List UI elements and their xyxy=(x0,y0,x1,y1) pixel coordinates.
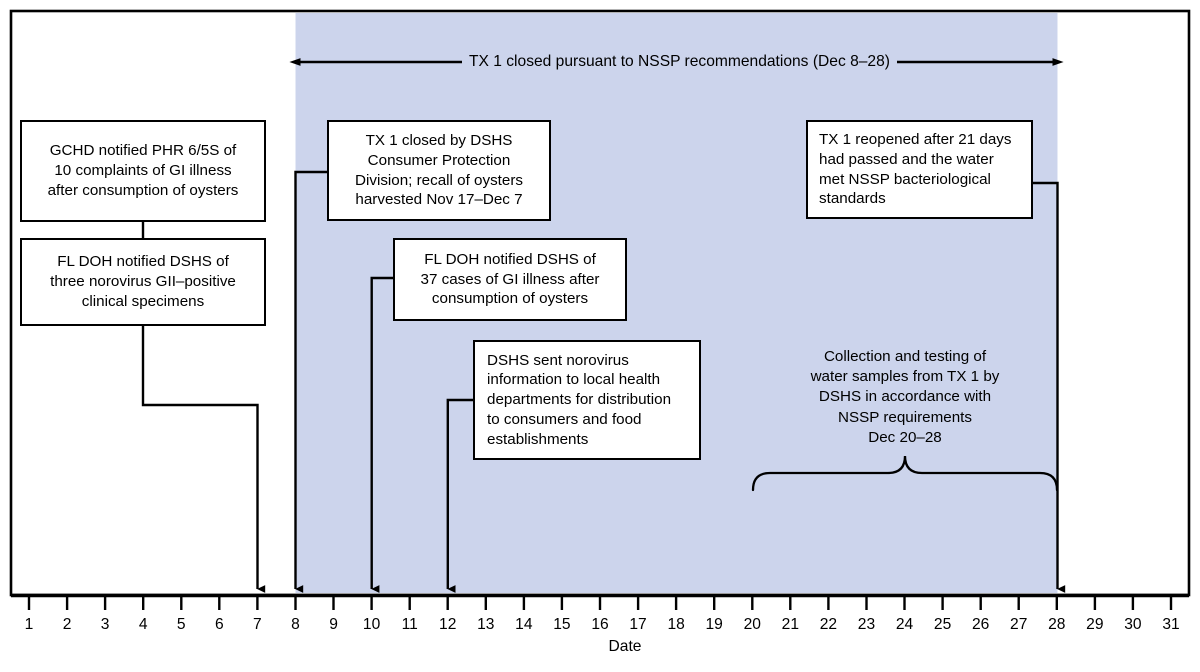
axis-tick-label: 22 xyxy=(819,616,838,633)
axis-tick-label: 9 xyxy=(329,616,338,633)
axis-tick-label: 16 xyxy=(591,616,609,633)
axis-tick-label: 8 xyxy=(291,616,300,633)
connector-to-day-8 xyxy=(294,170,327,593)
event-box-gchd-notified[interactable]: GCHD notified PHR 6/5S of 10 complaints … xyxy=(20,120,266,222)
axis-tick-label: 20 xyxy=(743,616,761,633)
axis-title: Date xyxy=(608,638,642,655)
event-box-tx1-reopened[interactable]: TX 1 reopened after 21 days had passed a… xyxy=(806,120,1033,219)
axis-tick-label: 30 xyxy=(1124,616,1142,633)
axis-tick-label: 21 xyxy=(781,616,800,633)
axis-tick-label: 6 xyxy=(214,616,224,633)
collection-testing-brace xyxy=(751,455,1059,492)
axis-tick-label: 19 xyxy=(705,616,723,633)
axis-ticks xyxy=(27,596,1173,610)
connector-to-day-7 xyxy=(141,325,266,593)
axis-tick-label: 3 xyxy=(100,616,110,633)
axis-tick-label: 14 xyxy=(515,616,533,633)
axis-tick-label: 28 xyxy=(1048,616,1066,633)
axis-tick-label: 31 xyxy=(1162,616,1180,633)
axis-tick-label: 11 xyxy=(401,616,418,633)
axis-tick-label: 4 xyxy=(138,616,148,633)
axis-tick-label: 1 xyxy=(24,616,34,633)
axis-tick-label: 5 xyxy=(176,616,186,633)
axis-tick-label: 29 xyxy=(1086,616,1104,633)
axis-tick-label: 2 xyxy=(62,616,72,633)
axis-tick-label: 17 xyxy=(629,616,647,633)
axis-tick-label: 27 xyxy=(1010,616,1028,633)
axis-tick-label: 7 xyxy=(253,616,262,633)
axis-tick-label: 12 xyxy=(439,616,457,633)
event-box-fl-doh-three-specimens[interactable]: FL DOH notified DSHS of three norovirus … xyxy=(20,238,266,326)
event-box-dshs-sent-norovirus-info[interactable]: DSHS sent norovirus information to local… xyxy=(473,340,701,460)
event-box-fl-doh-37-cases[interactable]: FL DOH notified DSHS of 37 cases of GI i… xyxy=(393,238,627,321)
axis-tick-label: 13 xyxy=(477,616,495,633)
axis-tick-label: 18 xyxy=(667,616,685,633)
connector-to-day-12 xyxy=(446,398,473,593)
axis-tick-label: 15 xyxy=(553,616,571,633)
axis-tick-label: 26 xyxy=(971,616,990,633)
axis-tick-label: 10 xyxy=(362,616,381,633)
axis-tick-label: 24 xyxy=(895,616,914,633)
collection-testing-note: Collection and testing of water samples … xyxy=(810,348,1000,446)
closure-span-label: TX 1 closed pursuant to NSSP recommendat… xyxy=(462,53,897,71)
connector-to-day-10 xyxy=(370,276,393,593)
axis-tick-label: 25 xyxy=(933,616,952,633)
event-box-tx1-closed-dshs[interactable]: TX 1 closed by DSHS Consumer Protection … xyxy=(327,120,551,221)
axis-tick-label: 23 xyxy=(857,616,876,633)
connector-to-day-28 xyxy=(1033,181,1066,593)
